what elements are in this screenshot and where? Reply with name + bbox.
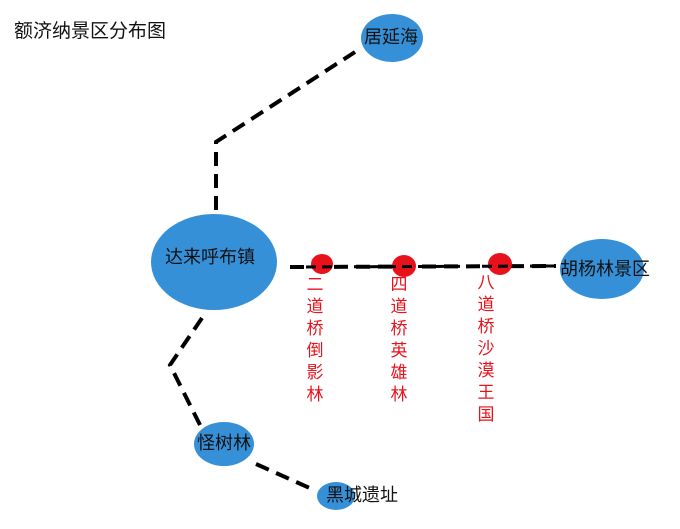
route-guaishulin-heicheng bbox=[255, 462, 315, 492]
label-guaishulin: 怪树林 bbox=[197, 433, 251, 454]
node-heicheng[interactable] bbox=[317, 482, 355, 510]
spot-marker-3[interactable] bbox=[488, 253, 512, 275]
spot-label-3: 八道桥沙漠王国 bbox=[477, 273, 495, 425]
route-dalaihubu-guaishulin bbox=[167, 316, 204, 426]
node-juyanhai[interactable] bbox=[361, 14, 423, 62]
label-dalaihubu: 达来呼布镇 bbox=[165, 247, 255, 268]
node-guaishulin[interactable] bbox=[194, 422, 254, 466]
map-title: 额济纳景区分布图 bbox=[14, 20, 167, 42]
route-overlay bbox=[289, 264, 557, 269]
spot-marker-1[interactable] bbox=[311, 254, 333, 274]
label-heicheng: 黑城遗址 bbox=[326, 485, 398, 506]
label-huyanglin: 胡杨林景区 bbox=[560, 259, 650, 280]
spot-label-2: 四道桥英雄林 bbox=[390, 275, 408, 405]
route-dalaihubu-juyanhai bbox=[214, 50, 357, 210]
label-juyanhai: 居延海 bbox=[364, 27, 418, 48]
node-huyanglin[interactable] bbox=[560, 239, 644, 299]
spot-label-1: 二道桥倒影林 bbox=[306, 275, 324, 405]
node-dalaihubu[interactable] bbox=[151, 214, 277, 310]
